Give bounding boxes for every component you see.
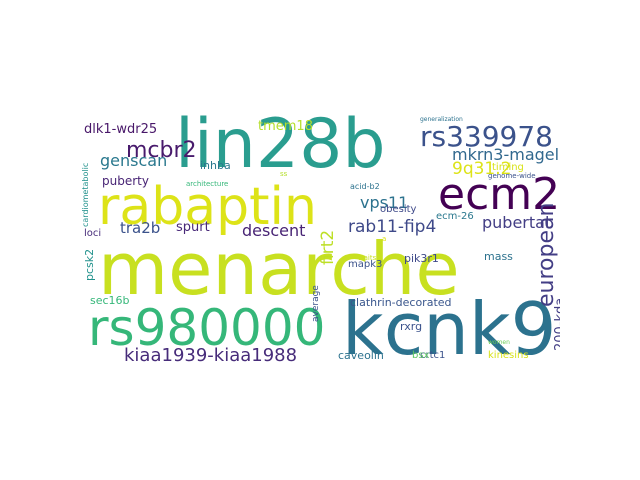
word-firt2: firt2 [318, 229, 338, 265]
word-clathrin-decorated: clathrin-decorated [350, 296, 452, 309]
word-traits: traits [358, 254, 377, 262]
word-kinesins: kinesins [488, 350, 529, 361]
word-timing: timing [492, 162, 524, 173]
word-kcnk9: kcnk9 [342, 287, 557, 371]
word-generalization: generalization [420, 116, 463, 123]
word-tmem18: tmem18 [258, 119, 313, 134]
word-mapk3: mapk3 [348, 259, 383, 270]
word-bsx: bsx [412, 350, 430, 361]
word-vps11: vps11 [360, 193, 409, 212]
word-pik3r1: pik3r1 [404, 252, 439, 265]
word-200-kda: 200-kda [553, 297, 560, 351]
word-puberty: puberty [102, 174, 149, 188]
word-dlk1-wdr25: dlk1-wdr25 [84, 122, 158, 137]
word-sec16b: sec16b [90, 294, 130, 307]
word-mcbr2: mcbr2 [126, 138, 197, 163]
word-menarche: menarche [98, 227, 460, 311]
word-9q31-2: 9q31.2 [452, 159, 512, 179]
word-obesity: obesity [380, 204, 417, 215]
word-crtc1: crtc1 [420, 350, 446, 361]
word-ecm29: ecm29 [438, 169, 560, 220]
word-rxrg: rxrg [400, 320, 423, 333]
word-inhba: inhba [200, 159, 231, 172]
word-average: average [311, 285, 321, 322]
word-descent: descent [242, 221, 306, 240]
word-architecture: architecture [186, 180, 229, 188]
word-mkrn3-magel2: mkrn3-magel2 [452, 145, 560, 164]
word-genome-wide: genome-wide [488, 172, 536, 180]
word-a: a [382, 235, 387, 243]
word-rs339978: rs339978 [420, 120, 553, 153]
word-mass: mass [484, 250, 513, 263]
word-cardiometabolic: cardiometabolic [81, 162, 90, 227]
word-women: women [488, 339, 510, 346]
word-tra2b: tra2b [120, 219, 161, 237]
word-spurt: spurt [176, 220, 210, 235]
word-loci: loci [84, 228, 102, 239]
word-lin28b: lin28b [175, 105, 386, 184]
word-genscan: genscan [100, 151, 168, 170]
word-rs980000: rs980000 [88, 299, 326, 357]
word-ecm-26: ecm-26 [436, 211, 474, 222]
word-acid-b2: acid-b2 [350, 182, 380, 191]
word-cloud: menarche kcnk9 lin28b rs980000 rabaptin … [80, 105, 560, 375]
word-kiaa1939-kiaa1988: kiaa1939-kiaa1988 [124, 345, 298, 366]
word-ss: ss [280, 170, 288, 178]
word-pcsk2: pcsk2 [83, 248, 96, 281]
word-rabaptin: rabaptin [98, 177, 317, 237]
word-pubertal: pubertal [482, 213, 550, 232]
word-caveolin: caveolin [338, 349, 384, 362]
word-rab11-fip4: rab11-fip4 [348, 217, 437, 237]
